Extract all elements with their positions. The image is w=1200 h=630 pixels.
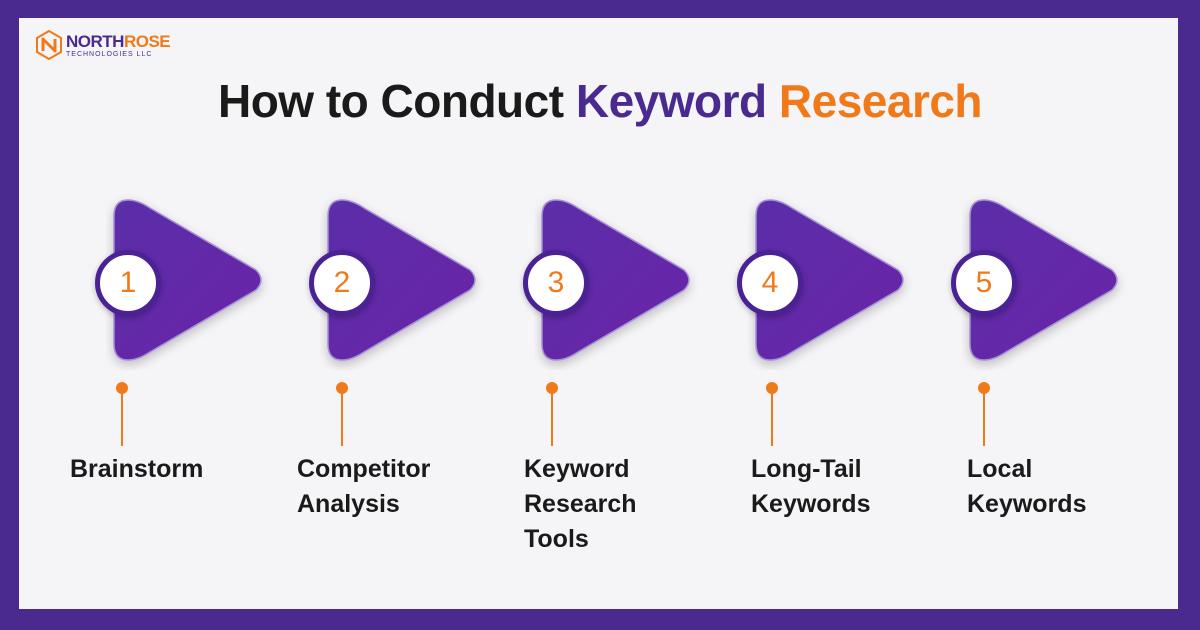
- logo-name-rose: ROSE: [123, 31, 171, 51]
- connector-dot: [546, 382, 558, 394]
- connector-dot: [336, 382, 348, 394]
- connector-dot: [116, 382, 128, 394]
- connector-dot: [766, 382, 778, 394]
- step-5: 5 Local Keywords: [951, 190, 1200, 570]
- play-arrow-icon: [327, 199, 476, 361]
- logo-name-north: NORTH: [66, 31, 124, 51]
- play-arrow-icon: [969, 199, 1118, 361]
- step-label: Brainstorm: [70, 455, 204, 483]
- play-arrow-icon: [541, 199, 690, 361]
- title-part-1: How to Conduct: [217, 75, 564, 127]
- step-number-badge: 2: [309, 250, 375, 316]
- company-logo: NORTHROSE TECHNOLOGIES LLC: [36, 30, 171, 60]
- step-label: Keyword Research Tools: [524, 455, 637, 553]
- step-4: 4 Long-Tail Keywords: [737, 190, 988, 570]
- step-label: Competitor Analysis: [297, 455, 431, 518]
- connector-line: [341, 392, 343, 446]
- step-label: Long-Tail Keywords: [751, 455, 871, 518]
- step-number-badge: 3: [523, 250, 589, 316]
- step-2: 2 Competitor Analysis: [297, 190, 560, 570]
- connector-dot: [978, 382, 990, 394]
- step-label: Local Keywords: [967, 455, 1087, 518]
- step-number-badge: 4: [737, 250, 803, 316]
- connector-line: [551, 392, 553, 446]
- page-title: How to Conduct Keyword Research: [0, 74, 1200, 128]
- play-arrow-icon: [755, 199, 904, 361]
- connector-line: [121, 392, 123, 446]
- title-part-2: Keyword: [575, 75, 767, 127]
- step-number-badge: 1: [95, 250, 161, 316]
- play-arrow-icon: [113, 199, 262, 361]
- logo-subtitle: TECHNOLOGIES LLC: [66, 50, 153, 58]
- step-number-badge: 5: [951, 250, 1017, 316]
- northrose-logo-icon: [36, 30, 62, 60]
- step-1: 1 Brainstorm: [70, 190, 346, 570]
- step-3: 3 Keyword Research Tools: [523, 190, 774, 570]
- logo-name: NORTHROSE: [66, 31, 171, 51]
- title-part-3: Research: [778, 75, 983, 127]
- connector-line: [771, 392, 773, 446]
- connector-line: [983, 392, 985, 446]
